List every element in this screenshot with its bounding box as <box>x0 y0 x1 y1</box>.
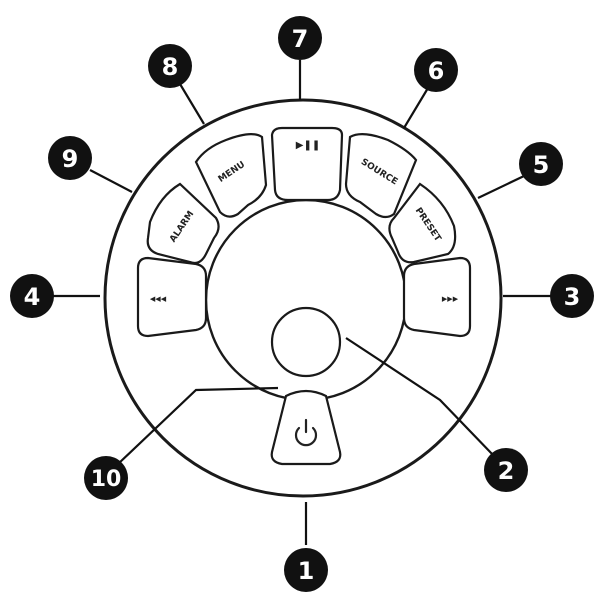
svg-text:7: 7 <box>292 25 309 53</box>
power-icon <box>294 418 318 447</box>
callout-10: 10 <box>84 456 128 500</box>
svg-text:10: 10 <box>91 467 122 492</box>
svg-text:8: 8 <box>162 53 179 81</box>
svg-text:4: 4 <box>24 283 41 311</box>
callout-6: 6 <box>414 48 458 92</box>
prev-button[interactable] <box>136 256 208 338</box>
next-button[interactable] <box>402 256 472 338</box>
leader-10 <box>117 386 279 465</box>
callout-4: 4 <box>10 274 54 318</box>
dial-knob[interactable] <box>270 306 342 378</box>
menu-button[interactable] <box>194 133 268 218</box>
leader-2 <box>345 337 495 457</box>
source-button[interactable] <box>344 133 418 219</box>
svg-text:2: 2 <box>498 457 515 485</box>
svg-text:3: 3 <box>564 283 581 311</box>
callout-2: 2 <box>484 448 528 492</box>
play-pause-label: ▶❚❚ <box>296 140 320 151</box>
callout-1: 1 <box>284 548 328 592</box>
alarm-button[interactable] <box>146 182 220 265</box>
leader-5 <box>477 175 525 199</box>
callout-9: 9 <box>48 136 92 180</box>
leader-9 <box>89 169 133 193</box>
callout-8: 8 <box>148 44 192 88</box>
preset-button[interactable] <box>388 182 457 264</box>
callout-3: 3 <box>550 274 594 318</box>
callout-7: 7 <box>278 16 322 60</box>
leader-8 <box>179 83 205 125</box>
svg-text:1: 1 <box>298 557 315 585</box>
prev-label: ◀◀◀ <box>150 295 167 303</box>
leader-6 <box>403 87 429 129</box>
svg-text:6: 6 <box>428 57 445 85</box>
svg-text:9: 9 <box>62 145 79 173</box>
svg-text:5: 5 <box>533 151 550 179</box>
next-label: ▶▶▶ <box>442 295 459 303</box>
play-pause-button[interactable] <box>270 126 344 202</box>
callout-5: 5 <box>519 142 563 186</box>
